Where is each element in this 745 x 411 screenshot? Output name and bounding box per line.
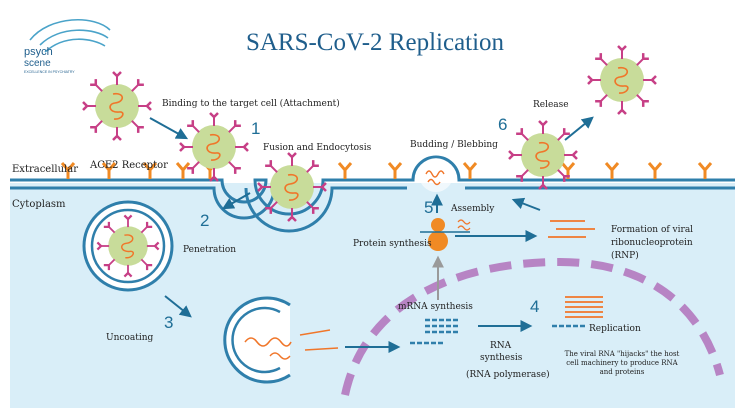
step-4-number: 4 — [530, 297, 539, 316]
virus-attachment — [83, 72, 151, 140]
step-1-number: 1 — [251, 119, 260, 138]
ace2-receptor-label: ACE2 Receptor — [89, 160, 168, 171]
replication-label: Replication — [589, 324, 641, 334]
virus-released — [588, 46, 656, 114]
rnp-strands — [548, 220, 595, 238]
penetration-label: Penetration — [183, 245, 236, 255]
uncoating-vesicle — [223, 296, 339, 384]
assembly-label: Assembly — [450, 204, 495, 214]
step-2-number: 2 — [200, 211, 209, 230]
hijack-line3: and proteins — [600, 368, 645, 376]
formation-label-line1: Formation of viral — [611, 225, 693, 235]
logo-tagline: EXCELLENCE IN PSYCHIATRY — [24, 70, 75, 74]
step-3-number: 3 — [164, 313, 173, 332]
release-label: Release — [533, 100, 569, 110]
diagram-title: SARS-CoV-2 Replication — [246, 29, 505, 56]
hijack-line2: cell machinery to produce RNA — [566, 359, 678, 367]
protein-synthesis-label: Protein synthesis — [353, 239, 432, 249]
ribosome-icon — [420, 218, 471, 251]
hijack-line1: The viral RNA "hijacks" the host — [565, 350, 680, 358]
fusion-label: Fusion and Endocytosis — [263, 143, 372, 153]
logo-word-scene: scene — [24, 58, 51, 69]
formation-label-line3: (RNP) — [611, 250, 639, 261]
endosome — [82, 200, 174, 292]
rna-synthesis-line2: synthesis — [480, 353, 523, 363]
logo-word-psych: psych — [24, 46, 53, 58]
budding-label: Budding / Blebbing — [410, 140, 498, 150]
psych-scene-logo: psych scene EXCELLENCE IN PSYCHIATRY — [24, 19, 111, 74]
step-5-number: 5 — [424, 198, 433, 217]
uncoating-label: Uncoating — [106, 333, 153, 343]
virus-binding — [180, 113, 248, 181]
step-6-number: 6 — [498, 115, 507, 134]
mrna-synthesis-label: mRNA synthesis — [398, 302, 473, 312]
budding-vesicle — [419, 158, 453, 192]
cytoplasm-label: Cytoplasm — [12, 199, 66, 210]
nucleus-membrane — [341, 257, 724, 396]
replication-strands — [565, 296, 603, 318]
formation-label-line2: ribonucleoprotein — [611, 238, 693, 248]
extracellular-label: Extracellular — [12, 164, 78, 175]
attachment-label: Binding to the target cell (Attachment) — [162, 98, 340, 109]
process-arrows — [149, 116, 594, 353]
rna-synthesis-line1: RNA — [490, 341, 512, 351]
rna-polymerase-label: (RNA polymerase) — [466, 369, 550, 380]
mrna-strands — [425, 318, 460, 334]
